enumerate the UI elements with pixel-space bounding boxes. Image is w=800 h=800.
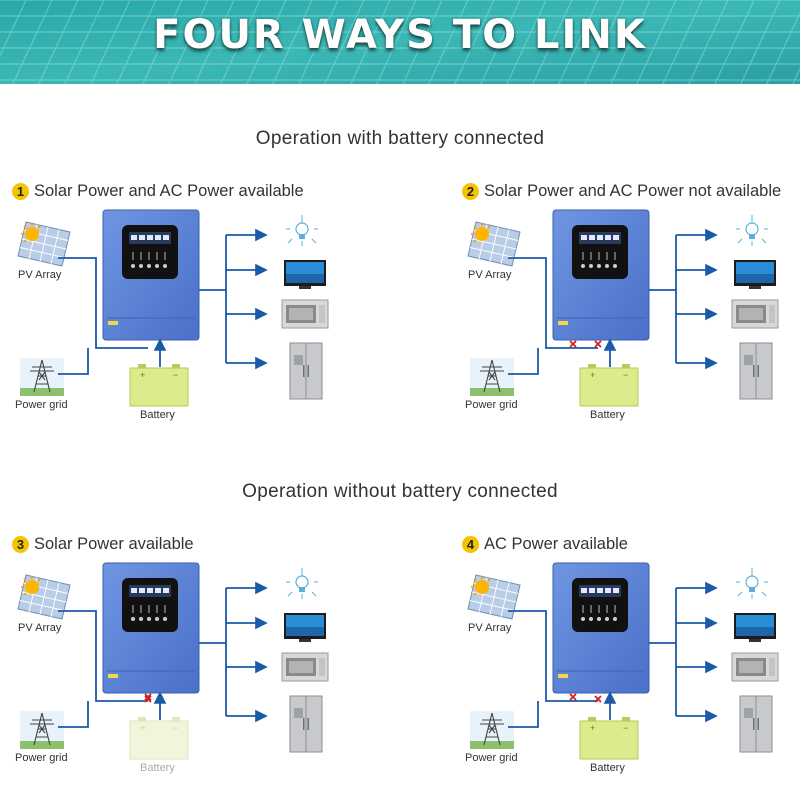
scenario-2: + − 2 Solar Power and AC Power not avail… — [450, 180, 800, 430]
television-icon — [734, 613, 776, 642]
light-bulb-icon — [286, 568, 318, 599]
television-icon — [284, 260, 326, 289]
scenario-header: 4 AC Power available — [462, 533, 628, 555]
refrigerator-icon — [289, 342, 323, 400]
battery-label: Battery — [590, 409, 625, 421]
microwave-icon — [731, 299, 779, 329]
pv-array-label: PV Array — [468, 269, 512, 281]
wiring — [58, 228, 268, 375]
wiring — [508, 581, 718, 728]
cut-mark — [569, 693, 577, 701]
inverter-icon — [552, 562, 650, 694]
battery-icon: + − — [129, 717, 189, 760]
refrigerator-icon — [289, 695, 323, 753]
power-grid-tower-icon — [20, 358, 64, 396]
pv-array-label: PV Array — [18, 622, 62, 634]
scenario-title: Solar Power and AC Power available — [34, 181, 304, 200]
svg-text:−: − — [623, 723, 628, 733]
svg-text:−: − — [173, 370, 178, 380]
scenario-1: + − 1 Solar Power and AC Power available… — [0, 180, 400, 430]
power-grid-label: Power grid — [465, 399, 518, 411]
battery-icon: + − — [129, 364, 189, 407]
power-grid-tower-icon — [20, 711, 64, 749]
scenario-3: + − 3 Solar Power available PV Array Pow… — [0, 533, 400, 783]
solar-panels-background — [0, 0, 800, 84]
svg-text:−: − — [623, 370, 628, 380]
refrigerator-icon — [739, 695, 773, 753]
cut-mark — [594, 340, 602, 348]
svg-text:+: + — [140, 723, 145, 733]
solar-panel-icon — [17, 574, 71, 620]
scenario-header: 2 Solar Power and AC Power not available — [462, 180, 781, 202]
scenario-number-badge: 1 — [12, 182, 29, 200]
cut-mark — [569, 340, 577, 348]
section-title-without-battery: Operation without battery connected — [242, 481, 558, 502]
light-bulb-icon — [286, 215, 318, 246]
scenario-4: + − 4 AC Power available PV Array Power … — [450, 533, 800, 783]
microwave-icon — [731, 652, 779, 682]
battery-label: Battery — [590, 762, 625, 774]
scenario-number-badge: 4 — [462, 535, 479, 553]
scenario-number-badge: 3 — [12, 535, 29, 553]
microwave-icon — [281, 652, 329, 682]
pv-array-label: PV Array — [18, 269, 62, 281]
television-icon — [284, 613, 326, 642]
inverter-icon — [102, 209, 200, 341]
banner-title: FOUR WAYS TO LINK — [153, 12, 647, 58]
battery-icon: + − — [579, 364, 639, 407]
scenario-title: Solar Power available — [34, 534, 194, 553]
cut-mark — [594, 695, 602, 703]
svg-text:−: − — [173, 723, 178, 733]
wiring — [508, 228, 718, 375]
solar-panel-icon — [17, 221, 71, 267]
power-grid-label: Power grid — [15, 752, 68, 764]
solar-panel-icon — [467, 574, 521, 620]
battery-label: Battery — [140, 762, 175, 774]
power-grid-label: Power grid — [15, 399, 68, 411]
wiring — [58, 581, 268, 728]
battery-icon: + − — [579, 717, 639, 760]
svg-text:+: + — [590, 723, 595, 733]
scenario-number-badge: 2 — [462, 182, 479, 200]
television-icon — [734, 260, 776, 289]
banner: FOUR WAYS TO LINK — [0, 0, 800, 84]
battery-label: Battery — [140, 409, 175, 421]
svg-text:+: + — [590, 370, 595, 380]
solar-panel-icon — [467, 221, 521, 267]
power-grid-tower-icon — [470, 711, 514, 749]
scenario-title: AC Power available — [484, 534, 628, 553]
pv-array-label: PV Array — [468, 622, 512, 634]
power-grid-label: Power grid — [465, 752, 518, 764]
cut-mark — [144, 693, 152, 701]
microwave-icon — [281, 299, 329, 329]
scenario-header: 3 Solar Power available — [12, 533, 194, 555]
inverter-icon — [102, 562, 200, 694]
section-title-with-battery: Operation with battery connected — [255, 128, 545, 149]
power-grid-tower-icon — [470, 358, 514, 396]
refrigerator-icon — [739, 342, 773, 400]
scenario-header: 1 Solar Power and AC Power available — [12, 180, 304, 202]
cut-mark — [144, 695, 152, 703]
inverter-icon — [552, 209, 650, 341]
svg-text:+: + — [140, 370, 145, 380]
scenario-title: Solar Power and AC Power not available — [484, 181, 782, 200]
light-bulb-icon — [736, 215, 768, 246]
light-bulb-icon — [736, 568, 768, 599]
